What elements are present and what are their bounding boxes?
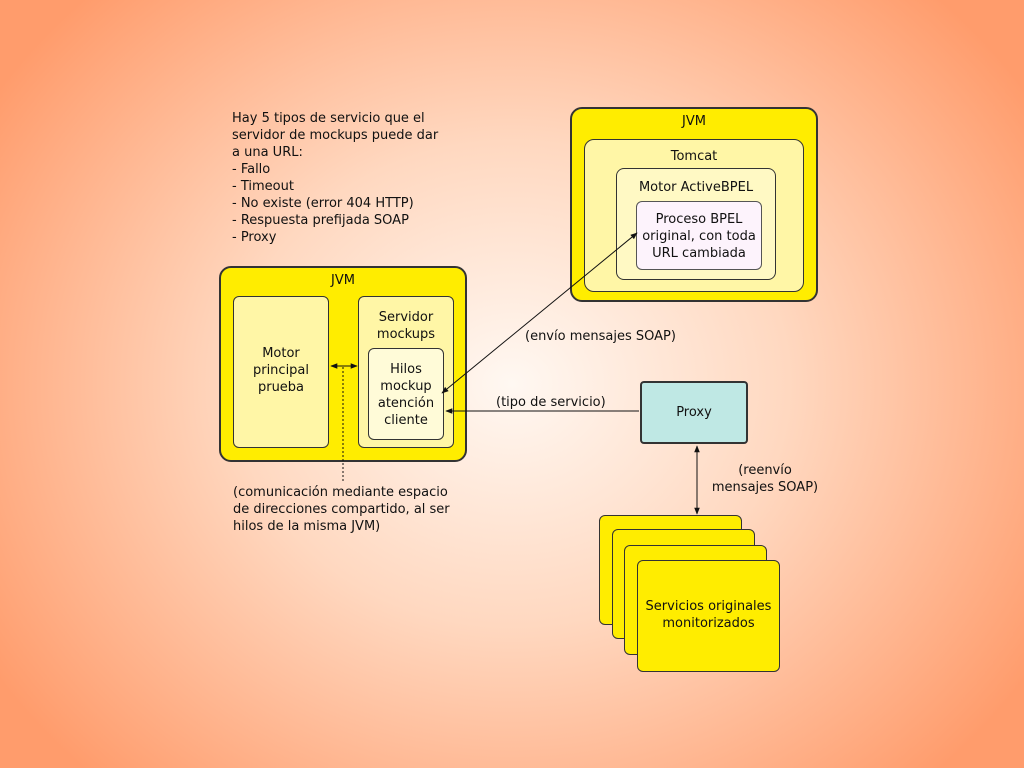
- hilos-mockup-label: Hilos mockup atención cliente: [377, 362, 435, 428]
- motor-principal-label: Motor principal prueba: [252, 346, 310, 395]
- servicios-originales-box: Servicios originales monitorizados: [637, 560, 780, 672]
- tomcat-label: Tomcat: [670, 149, 718, 164]
- tipo-servicio-annotation: (tipo de servicio): [496, 395, 606, 410]
- motor-principal-box: Motor principal prueba: [233, 296, 329, 448]
- service-type-item: - Respuesta prefijada SOAP: [232, 213, 409, 228]
- service-type-item: - Fallo: [232, 162, 271, 177]
- service-type-item: - Timeout: [232, 179, 294, 194]
- soap-arrow: [441, 232, 638, 394]
- hilos-mockup-box: Hilos mockup atención cliente: [368, 348, 444, 440]
- servidor-mockups-label: Servidor mockups: [376, 310, 436, 342]
- service-types-note: Hay 5 tipos de servicio que el servidor …: [232, 110, 438, 246]
- reenvio-annotation: (reenvío mensajes SOAP): [711, 463, 819, 495]
- proceso-bpel-box: Proceso BPEL original, con toda URL camb…: [636, 201, 762, 270]
- note-intro: Hay 5 tipos de servicio que el servidor …: [232, 111, 439, 160]
- comunicacion-annotation: (comunicación mediante espacio de direcc…: [233, 485, 450, 534]
- right-jvm-title: JVM: [682, 114, 706, 129]
- motor-activebpel-label: Motor ActiveBPEL: [638, 180, 754, 195]
- service-type-list: - Fallo - Timeout - No existe (error 404…: [232, 161, 438, 246]
- service-type-item: - Proxy: [232, 230, 277, 245]
- proceso-bpel-label: Proceso BPEL original, con toda URL camb…: [642, 212, 756, 261]
- proxy-label: Proxy: [676, 405, 712, 420]
- service-type-item: - No existe (error 404 HTTP): [232, 196, 414, 211]
- proxy-box: Proxy: [640, 381, 748, 444]
- left-jvm-title: JVM: [331, 273, 355, 288]
- servicios-originales-label: Servicios originales monitorizados: [645, 599, 772, 631]
